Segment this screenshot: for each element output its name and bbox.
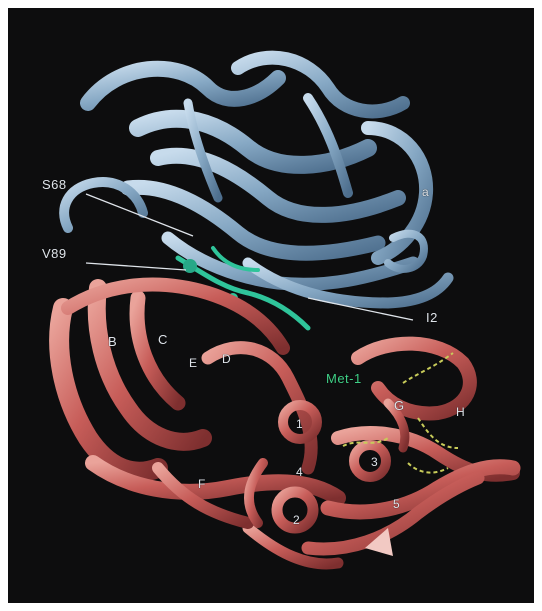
label-h: H xyxy=(456,406,465,418)
label-e: E xyxy=(189,357,198,369)
ribbon-drawing xyxy=(8,8,534,603)
label-i2: I2 xyxy=(426,311,438,324)
label-f: F xyxy=(198,478,206,490)
label-d: D xyxy=(222,353,231,365)
label-s68: S68 xyxy=(42,178,67,191)
label-3: 3 xyxy=(371,456,378,468)
label-2: 2 xyxy=(293,514,300,526)
label-5: 5 xyxy=(393,498,400,510)
label-g: G xyxy=(394,399,405,412)
lower-domain xyxy=(59,285,513,564)
label-met1: Met-1 xyxy=(326,372,362,385)
label-1: 1 xyxy=(296,418,303,430)
label-a: a xyxy=(422,186,429,198)
protein-ribbon-image: S68 V89 I2 B C E D Met-1 G H F 1 2 3 4 5… xyxy=(8,8,534,603)
label-4: 4 xyxy=(296,466,303,478)
upper-domain xyxy=(64,58,448,303)
label-v89: V89 xyxy=(42,247,67,260)
label-b: B xyxy=(108,335,117,348)
label-c: C xyxy=(158,333,168,346)
